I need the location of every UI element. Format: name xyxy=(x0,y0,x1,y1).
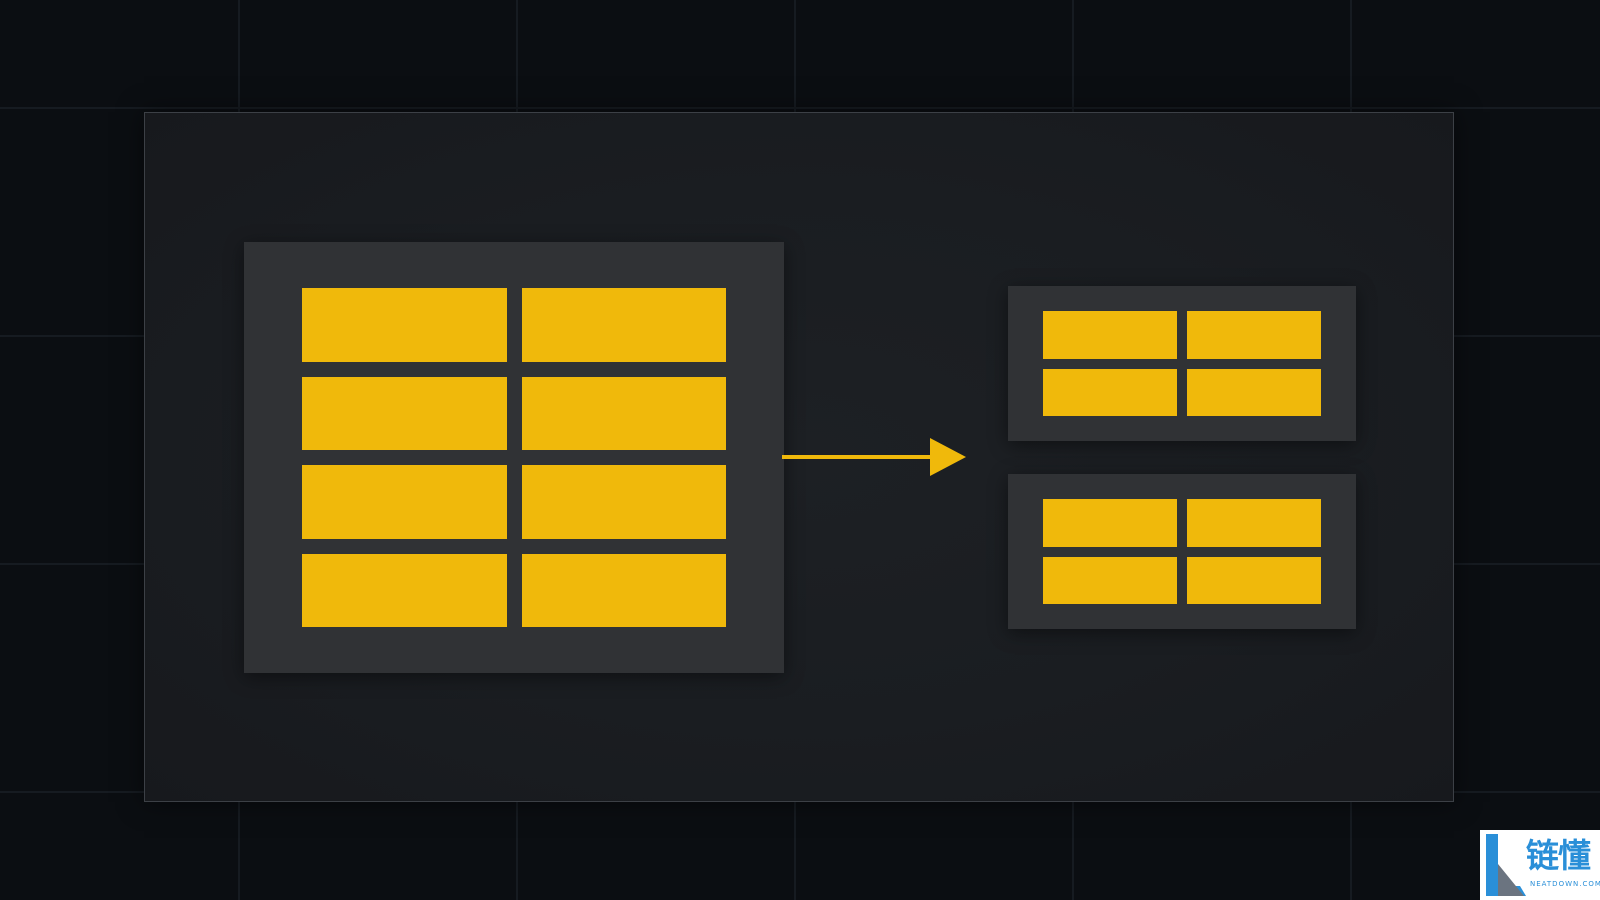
source-cell xyxy=(521,288,726,362)
source-cell xyxy=(302,288,507,362)
target-cell xyxy=(1187,499,1321,547)
source-cell xyxy=(302,465,507,539)
target-block-top xyxy=(1008,286,1356,441)
watermark-text: 链懂 xyxy=(1526,836,1591,875)
target-cell xyxy=(1043,311,1177,359)
target-cell xyxy=(1187,368,1321,416)
arrow-head xyxy=(930,438,966,476)
source-cell xyxy=(302,376,507,450)
target-block-bottom xyxy=(1008,474,1356,629)
source-cell xyxy=(521,553,726,627)
target-cell xyxy=(1043,499,1177,547)
target-cell xyxy=(1187,311,1321,359)
watermark-logo: 链懂 NEATDOWN.COM xyxy=(1480,830,1600,900)
source-cell xyxy=(521,465,726,539)
source-cell xyxy=(521,376,726,450)
target-cell xyxy=(1043,368,1177,416)
target-cell xyxy=(1187,556,1321,604)
watermark-subtext: NEATDOWN.COM xyxy=(1530,880,1600,888)
source-block xyxy=(244,242,784,673)
target-cell xyxy=(1043,556,1177,604)
arrow-right-icon xyxy=(782,438,966,476)
source-cell xyxy=(302,553,507,627)
neatdown-logo-icon xyxy=(1486,834,1526,896)
